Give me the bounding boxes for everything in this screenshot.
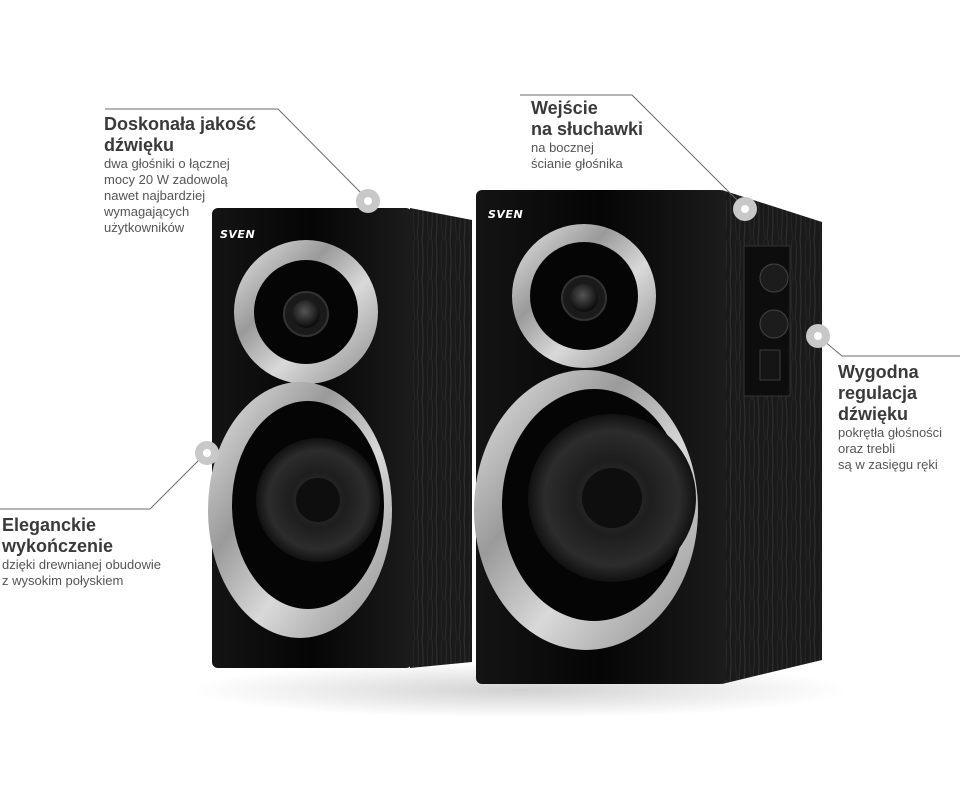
left-speaker-logo: SVEN (220, 228, 255, 241)
callout-finish-title: Eleganckie wykończenie (2, 515, 114, 556)
quality-marker-icon (356, 189, 380, 213)
finish-leader-line (0, 452, 207, 510)
treble-knob (759, 309, 789, 339)
left-tweeter-dome (292, 300, 320, 328)
callout-controls: Wygodna regulacja dźwięku pokrętła głośn… (838, 362, 942, 473)
side-switch (759, 349, 781, 381)
right-tweeter-dome (570, 284, 598, 312)
right-speaker-logo: SVEN (488, 208, 523, 221)
controls-leader-line (817, 335, 960, 357)
callout-quality-title: Doskonała jakość dźwięku (104, 114, 257, 155)
callout-quality-desc: dwa głośniki o łącznej mocy 20 W zadowol… (104, 156, 230, 235)
right-speaker: SVEN (474, 190, 822, 684)
controls-marker-icon (806, 324, 830, 348)
callout-finish: Eleganckie wykończenie dzięki drewnianej… (2, 515, 161, 589)
headphones-leader-line (520, 94, 746, 209)
left-speaker-side (410, 208, 472, 668)
finish-marker-icon (195, 441, 219, 465)
callout-controls-desc: pokrętła głośności oraz trebli są w zasi… (838, 425, 943, 472)
headphones-marker-icon (733, 197, 757, 221)
volume-knob (759, 263, 789, 293)
callout-headphones-desc: na bocznej ścianie głośnika (531, 140, 623, 171)
callout-headphones: Wejście na słuchawki na bocznej ścianie … (531, 98, 643, 172)
callout-headphones-title: Wejście na słuchawki (531, 98, 644, 139)
left-speaker: SVEN (208, 208, 472, 668)
callout-quality: Doskonała jakość dźwięku dwa głośniki o … (104, 114, 256, 236)
callout-finish-desc: dzięki drewnianej obudowie z wysokim poł… (2, 557, 161, 588)
callout-controls-title: Wygodna regulacja dźwięku (838, 362, 919, 424)
quality-leader-line (105, 108, 369, 201)
